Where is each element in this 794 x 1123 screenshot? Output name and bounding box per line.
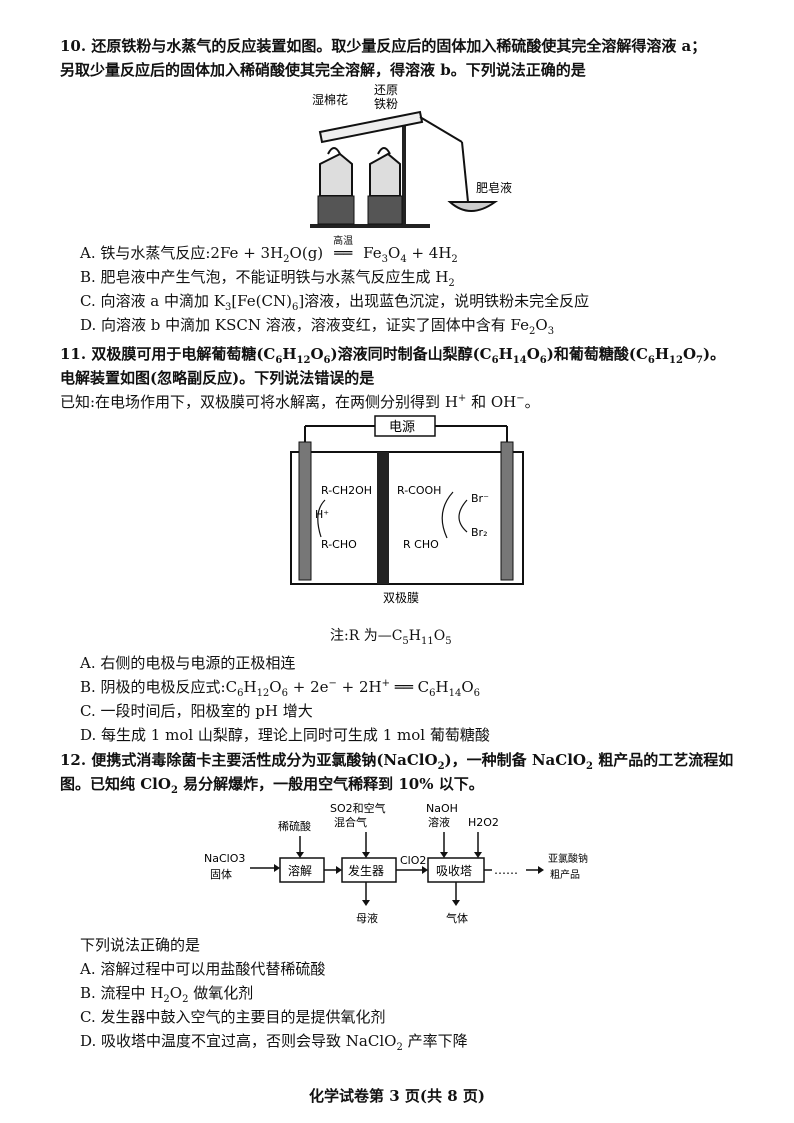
q11-note-text: 注:R 为—C	[330, 628, 403, 644]
solid-label: 固体	[210, 867, 232, 881]
q12-stem-line1: 12. 便携式消毒除菌卡主要活性成分为亚氯酸钠(NaClO2)，一种制备 NaC…	[60, 751, 734, 772]
q10-option-a: A. 铁与水蒸气反应:2Fe + 3H2O(g)高温══Fe3O4 + 4H2	[80, 236, 760, 265]
rcooh-label: R-COOH	[397, 484, 441, 497]
product-label-2: 粗产品	[550, 868, 580, 881]
q10-option-c-text: C. 向溶液 a 中滴加 K	[80, 292, 225, 310]
question-12: 12. 便携式消毒除菌卡主要活性成分为亚氯酸钠(NaClO2)，一种制备 NaC…	[60, 748, 760, 796]
q10-option-c-tail: 溶液，出现蓝色沉淀，说明铁粉未完全反应	[304, 292, 590, 310]
iron-label-1: 还原	[374, 84, 398, 97]
cotton-label: 湿棉花	[312, 92, 348, 107]
q10-option-b-text: B. 肥皂液中产生气泡，不能证明铁与水蒸气反应生成 H	[80, 268, 449, 286]
q12-option-b: B. 流程中 H2O2 做氧化剂	[80, 984, 254, 1005]
q12-option-d: D. 吸收塔中温度不宜过高，否则会导致 NaClO2 产率下降	[80, 1032, 468, 1053]
power-label: 电源	[389, 420, 415, 435]
acid-label: 稀硫酸	[278, 819, 311, 833]
question-11: 11. 双极膜可用于电解葡萄糖(C6H12O6)溶液同时制备山梨醇(C6H14O…	[60, 342, 760, 414]
q12-option-b-text: B. 流程中 H	[80, 984, 164, 1002]
q12-option-d-tail: 产率下降	[402, 1032, 468, 1050]
q11-option-a: A. 右侧的电极与电源的正极相连	[80, 654, 296, 672]
q11-option-d: D. 每生成 1 mol 山梨醇，理论上同时可生成 1 mol 葡萄糖酸	[80, 726, 490, 744]
dissolve-box: 溶解	[288, 863, 312, 878]
apparatus-diagram: 湿棉花 还原 铁粉 肥皂液	[310, 83, 512, 228]
q10-option-a-text: A. 铁与水蒸气反应:2Fe + 3H	[80, 244, 284, 262]
br2-label: Br₂	[471, 526, 487, 539]
naoh-label-2: 溶液	[428, 815, 450, 829]
clo2-label: ClO2	[400, 854, 426, 867]
q11-stem-line2: 电解装置如图(忽略副反应)。下列说法错误的是	[60, 369, 375, 387]
q12-stem-line2-text: 图。已知纯 ClO	[60, 775, 171, 793]
q12-ask: 下列说法正确的是	[80, 936, 201, 954]
naclo3-label: NaClO3	[204, 852, 245, 865]
q12-stem-line1-text: 12. 便携式消毒除菌卡主要活性成分为亚氯酸钠(NaClO	[60, 751, 438, 769]
iron-label-2: 铁粉	[374, 97, 398, 111]
electrolysis-diagram: 电源 R-CH2OH H⁺ R-CHO R-COOH R CHO Br⁻ Br₂…	[290, 415, 524, 605]
q11-note: 注:R 为—C5H11O5	[330, 628, 452, 647]
q11-stem-line3: 已知:在电场作用下，双极膜可将水解离，在两侧分别得到 H+ 和 OH−。	[60, 393, 540, 411]
q10-stem-line2: 另取少量反应后的固体加入稀硝酸使其完全溶解，得溶液 b。下列说法正确的是	[60, 61, 586, 79]
q12-option-a: A. 溶解过程中可以用盐酸代替稀硫酸	[80, 960, 326, 978]
naoh-label-1: NaOH	[426, 802, 458, 815]
q12-option-b-tail: 做氧化剂	[188, 984, 254, 1002]
q12-stem-line1-end: 粗产品的工艺流程如	[592, 751, 734, 769]
rcho-left-label: R-CHO	[321, 538, 357, 551]
q10-apparatus-figure: 湿棉花 还原 铁粉 肥皂液	[290, 83, 520, 234]
br-minus-label: Br⁻	[471, 492, 489, 505]
q10-option-d: D. 向溶液 b 中滴加 KSCN 溶液，溶液变红，证实了固体中含有 Fe2O3	[80, 316, 555, 337]
rch2oh-label: R-CH2OH	[321, 484, 372, 497]
question-10: 10. 还原铁粉与水蒸气的反应装置如图。取少量反应后的固体加入稀硫酸使其完全溶解…	[60, 34, 760, 82]
q11-option-b: B. 阴极的电极反应式:C6H12O6 + 2e− + 2H+ ══ C6H14…	[80, 678, 480, 699]
q10-option-d-text: D. 向溶液 b 中滴加 KSCN 溶液，溶液变红，证实了固体中含有 Fe	[80, 316, 530, 334]
q12-stem-line1-tail: )，一种制备 NaClO	[444, 751, 586, 769]
rcho-right-label: R CHO	[403, 538, 439, 551]
q12-option-d-text: D. 吸收塔中温度不宜过高，否则会导致 NaClO	[80, 1032, 397, 1050]
page-footer: 化学试卷第 3 页(共 8 页)	[309, 1087, 485, 1105]
so2-air-label-2: 混合气	[334, 815, 367, 829]
flow-diagram: NaClO3 固体 稀硫酸 溶解 SO2和空气 混合气 发生器 母液 ClO2 …	[204, 801, 588, 925]
q11-stem-line1-text: 11. 双极膜可用于电解葡萄糖(C	[60, 345, 276, 363]
absorption-tower-box: 吸收塔	[436, 864, 472, 878]
q10-condition-label: 高温	[333, 236, 354, 247]
q10-option-c: C. 向溶液 a 中滴加 K3[Fe(CN)6]溶液，出现蓝色沉淀，说明铁粉未完…	[80, 292, 590, 313]
q12-option-c: C. 发生器中鼓入空气的主要目的是提供氧化剂	[80, 1008, 386, 1026]
dots-label: ……	[494, 863, 518, 877]
q10-stem-line1: 10. 还原铁粉与水蒸气的反应装置如图。取少量反应后的固体加入稀硫酸使其完全溶解…	[60, 37, 707, 55]
q11-option-b-text: B. 阴极的电极反应式:C	[80, 678, 238, 696]
q11-stem-line1: 11. 双极膜可用于电解葡萄糖(C6H12O6)溶液同时制备山梨醇(C6H14O…	[60, 345, 726, 366]
q12-flowchart: NaClO3 固体 稀硫酸 溶解 SO2和空气 混合气 发生器 母液 ClO2 …	[200, 800, 610, 930]
q12-stem-line2-tail: 易分解爆炸，一般用空气稀释到 10% 以下。	[177, 775, 484, 793]
q10-option-b: B. 肥皂液中产生气泡，不能证明铁与水蒸气反应生成 H2	[80, 268, 455, 289]
h2o2-label: H2O2	[468, 816, 499, 829]
gas-label: 气体	[446, 911, 468, 925]
product-label-1: 亚氯酸钠	[548, 852, 588, 865]
q12-stem-line2: 图。已知纯 ClO2 易分解爆炸，一般用空气稀释到 10% 以下。	[60, 775, 484, 796]
so2-air-label-1: SO2和空气	[330, 801, 386, 815]
soap-label: 肥皂液	[476, 180, 512, 195]
q11-stem-line3-text: 已知:在电场作用下，双极膜可将水解离，在两侧分别得到 H	[60, 393, 458, 411]
q11-option-c: C. 一段时间后，阳极室的 pH 增大	[80, 702, 313, 720]
q11-electrolysis-figure: 电源 R-CH2OH H⁺ R-CHO R-COOH R CHO Br⁻ Br₂…	[285, 412, 530, 612]
mother-liquor-label: 母液	[356, 911, 378, 925]
membrane-label: 双极膜	[383, 591, 419, 605]
generator-box: 发生器	[348, 863, 384, 878]
hplus-label: H⁺	[315, 508, 329, 521]
